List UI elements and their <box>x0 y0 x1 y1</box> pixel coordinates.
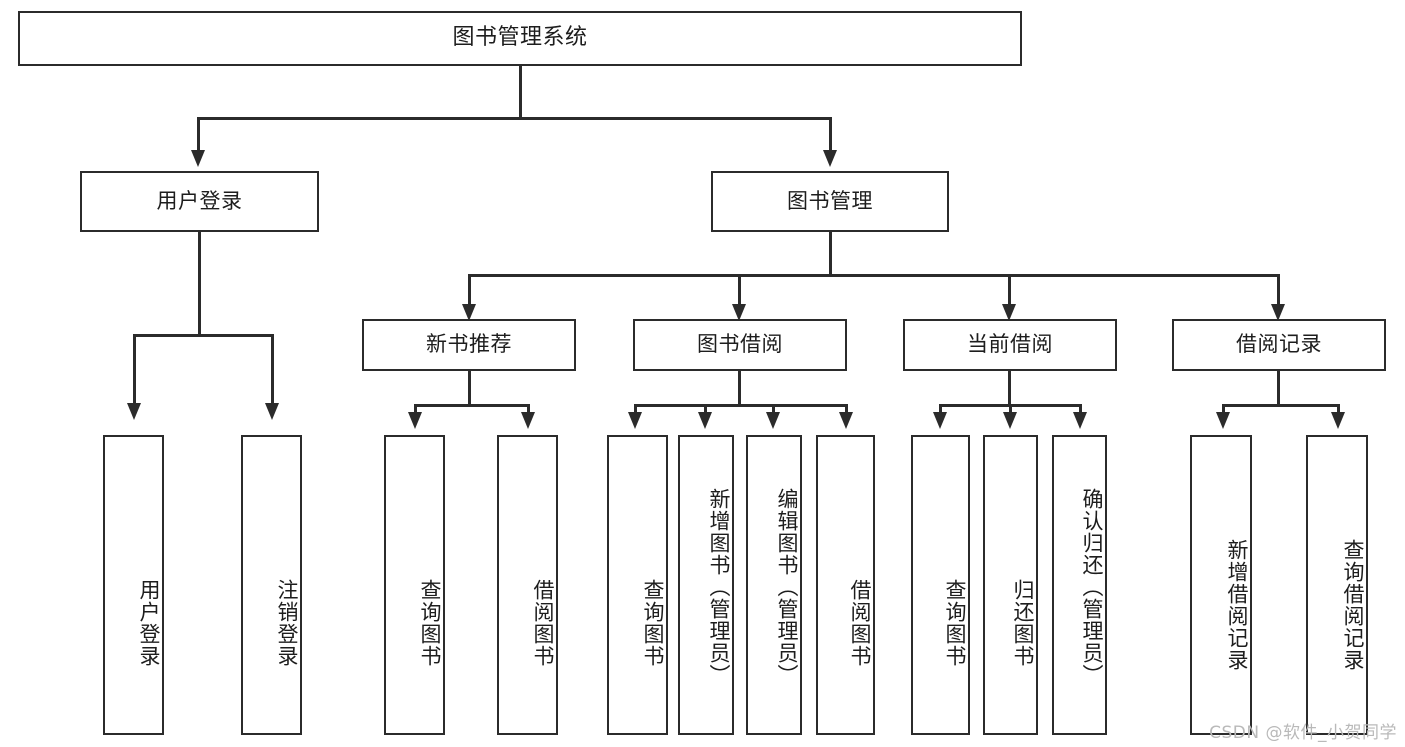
arrow-current-borrow-to-leaf-1-icon <box>933 412 947 429</box>
node-root-book-management-system[interactable]: 图书管理系统 <box>18 11 1022 66</box>
arrow-new-book-to-leaf-1-icon <box>408 412 422 429</box>
connector-user-login-bus <box>133 334 273 337</box>
node-label: 借阅图书 <box>848 578 872 667</box>
leaf-confirm-return-admin[interactable]: 确认归还（管理员） <box>1052 435 1107 735</box>
node-label: 借阅记录 <box>1236 332 1322 357</box>
node-label: 图书借阅 <box>697 332 783 357</box>
leaf-query-book-new-book[interactable]: 查询图书 <box>384 435 445 735</box>
arrow-book-borrow-to-leaf-3-icon <box>766 412 780 429</box>
connector-book-manage-to-book-borrow <box>738 274 741 306</box>
leaf-edit-book-admin[interactable]: 编辑图书（管理员） <box>746 435 802 735</box>
leaf-query-book-borrowing[interactable]: 查询图书 <box>607 435 668 735</box>
connector-root-stem <box>519 66 522 118</box>
arrow-book-manage-to-borrow-record-icon <box>1271 304 1285 321</box>
connector-book-manage-bus <box>468 274 1279 277</box>
node-book-management[interactable]: 图书管理 <box>711 171 949 232</box>
connector-book-manage-to-new-book <box>468 274 471 306</box>
node-new-book-recommendation[interactable]: 新书推荐 <box>362 319 576 371</box>
arrow-new-book-to-leaf-2-icon <box>521 412 535 429</box>
node-label: 查询图书 <box>418 578 442 667</box>
connector-book-borrow-stem <box>738 371 741 407</box>
node-label: 注销登录 <box>275 578 299 667</box>
arrow-root-to-user-login-icon <box>191 150 205 167</box>
node-current-borrowing[interactable]: 当前借阅 <box>903 319 1117 371</box>
connector-new-book-bus <box>414 404 529 407</box>
connector-book-borrow-bus <box>634 404 847 407</box>
leaf-user-login[interactable]: 用户登录 <box>103 435 164 735</box>
node-label: 新增图书（管理员） <box>707 488 731 686</box>
node-label: 用户登录 <box>137 578 161 667</box>
node-label: 编辑图书（管理员） <box>775 488 799 686</box>
leaf-add-book-admin[interactable]: 新增图书（管理员） <box>678 435 734 735</box>
node-borrowing-record[interactable]: 借阅记录 <box>1172 319 1386 371</box>
connector-user-login-to-leaf-1 <box>133 334 136 405</box>
node-label: 用户登录 <box>156 188 243 213</box>
arrow-borrow-record-to-leaf-2-icon <box>1331 412 1345 429</box>
leaf-add-borrow-record[interactable]: 新增借阅记录 <box>1190 435 1252 735</box>
node-label: 确认归还（管理员） <box>1080 488 1104 686</box>
connector-root-to-user-login <box>197 117 200 152</box>
arrow-user-login-to-leaf-1-icon <box>127 403 141 420</box>
arrow-book-manage-to-new-book-icon <box>462 304 476 321</box>
node-label: 查询图书 <box>943 578 967 667</box>
connector-borrow-record-stem <box>1277 371 1280 407</box>
connector-book-manage-to-borrow-record <box>1277 274 1280 306</box>
leaf-logout[interactable]: 注销登录 <box>241 435 302 735</box>
node-book-borrowing[interactable]: 图书借阅 <box>633 319 847 371</box>
connector-current-borrow-stem <box>1008 371 1011 407</box>
connector-book-manage-stem <box>829 232 832 276</box>
node-label: 新增借阅记录 <box>1225 539 1249 671</box>
connector-book-manage-to-current-borrow <box>1008 274 1011 306</box>
node-label: 查询图书 <box>641 578 665 667</box>
node-user-login[interactable]: 用户登录 <box>80 171 319 232</box>
arrow-root-to-book-manage-icon <box>823 150 837 167</box>
arrow-book-manage-to-book-borrow-icon <box>732 304 746 321</box>
connector-root-to-book-manage <box>829 117 832 152</box>
node-label: 图书管理 <box>787 188 873 213</box>
node-label: 图书管理系统 <box>452 25 588 51</box>
leaf-query-book-current[interactable]: 查询图书 <box>911 435 970 735</box>
arrow-book-borrow-to-leaf-4-icon <box>839 412 853 429</box>
connector-root-bus <box>197 117 831 120</box>
connector-borrow-record-bus <box>1222 404 1339 407</box>
arrow-book-borrow-to-leaf-2-icon <box>698 412 712 429</box>
node-label: 借阅图书 <box>531 578 555 667</box>
arrow-book-borrow-to-leaf-1-icon <box>628 412 642 429</box>
node-label: 当前借阅 <box>967 332 1053 357</box>
arrow-book-manage-to-current-borrow-icon <box>1002 304 1016 321</box>
connector-new-book-stem <box>468 371 471 407</box>
leaf-borrow-book-new-book[interactable]: 借阅图书 <box>497 435 558 735</box>
node-label: 新书推荐 <box>426 332 512 357</box>
connector-user-login-to-leaf-2 <box>271 334 274 405</box>
leaf-return-book[interactable]: 归还图书 <box>983 435 1038 735</box>
leaf-borrow-book-borrowing[interactable]: 借阅图书 <box>816 435 875 735</box>
node-label: 归还图书 <box>1011 578 1035 667</box>
node-label: 查询借阅记录 <box>1341 539 1365 671</box>
arrow-borrow-record-to-leaf-1-icon <box>1216 412 1230 429</box>
arrow-current-borrow-to-leaf-2-icon <box>1003 412 1017 429</box>
arrow-current-borrow-to-leaf-3-icon <box>1073 412 1087 429</box>
arrow-user-login-to-leaf-2-icon <box>265 403 279 420</box>
connector-user-login-stem <box>198 232 201 337</box>
leaf-query-borrow-record[interactable]: 查询借阅记录 <box>1306 435 1368 735</box>
